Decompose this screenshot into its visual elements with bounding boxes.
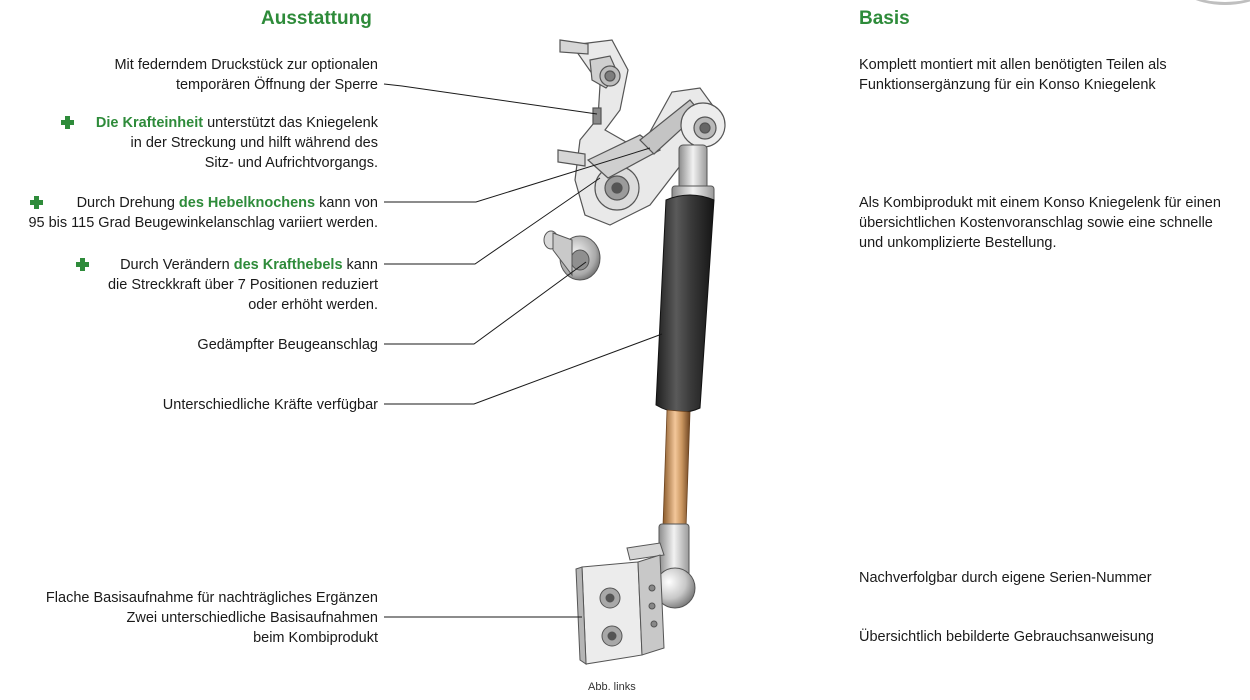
highlight-text: des Hebelknochens: [178, 195, 316, 211]
heading-ausstattung: Ausstattung: [261, 8, 372, 29]
piston-rod: [662, 409, 691, 529]
feature-item-1: Mit federndem Druckstück zur optionalen t…: [114, 55, 378, 95]
text-line: Funktionsergänzung für ein Konso Kniegel…: [859, 75, 1167, 95]
corner-decoration: [1170, 0, 1250, 5]
leader-lines: [383, 83, 663, 618]
text-segment: zur optionalen: [282, 57, 378, 73]
text-segment: die Streckkraft über: [107, 277, 238, 293]
bold-text: Unterschiedliche Kräfte: [162, 397, 313, 413]
highlight-text: des Krafthebels: [233, 257, 343, 273]
leader-line-beugeanschlag: [384, 261, 587, 345]
feature-item-6: Unterschiedliche Kräfte verfügbar: [163, 395, 378, 415]
text-line: Komplett montiert mit allen benötigten T…: [859, 55, 1167, 75]
text-line: Flache Basisaufnahme für nachträgliches …: [46, 588, 378, 608]
base-plate: [575, 542, 665, 665]
leader-line-hebelknochen: [384, 147, 651, 203]
text-segment: temporären Öffnung der Sperre: [175, 77, 378, 93]
feature-item-2: Die Krafteinheit unterstützt das Kniegel…: [96, 113, 378, 173]
text-segment: Mit: [114, 57, 138, 73]
text-segment: kann von: [315, 195, 378, 211]
highlight-text: Die Krafteinheit: [95, 115, 204, 131]
text-segment: unterstützt das Kniegelenk: [203, 115, 378, 131]
text-segment: mit einem Konso Kniegelenk für einen: [972, 195, 1221, 211]
leader-line-krafthebel: [384, 177, 601, 265]
rod-end: [654, 523, 696, 609]
text-segment: Übersichtlich: [859, 629, 947, 645]
plus-icon: [61, 116, 74, 129]
text-line: Sitz- und Aufrichtvorgangs.: [96, 153, 378, 173]
basis-item-4: Übersichtlich bebilderte Gebrauchsanweis…: [859, 627, 1154, 647]
text-segment: und unkomplizierte Bestellung.: [859, 235, 1057, 251]
text-segment: Durch Verändern: [120, 257, 234, 273]
leader-line-druckstueck: [383, 83, 598, 115]
hinge-bracket: [557, 39, 726, 226]
text-segment: in der Streckung und hilft während des: [130, 135, 378, 151]
feature-item-5: Gedämpfter Beugeanschlag: [197, 335, 378, 355]
damper-knob: [543, 230, 601, 281]
text-line: Nachverfolgbar durch eigene Serien-Numme…: [859, 568, 1152, 588]
text-segment: verfügbar: [312, 397, 378, 413]
basis-item-2: Als Kombiprodukt mit einem Konso Kniegel…: [859, 193, 1221, 253]
basis-item-3: Nachverfolgbar durch eigene Serien-Numme…: [859, 568, 1152, 588]
leader-line-kraefte: [384, 333, 663, 405]
bold-text: eigene Serien-Nummer: [1001, 570, 1152, 586]
bold-text: Komplett montiert: [859, 57, 973, 73]
text-segment: reduziert: [317, 277, 378, 293]
text-line: oder erhöht werden.: [108, 295, 378, 315]
text-line: in der Streckung und hilft während des: [96, 133, 378, 153]
text-segment: variiert werden.: [274, 215, 378, 231]
plus-icon: [30, 196, 43, 209]
plus-icon: [76, 258, 89, 271]
text-line: Zwei unterschiedliche Basisaufnahmen: [46, 608, 378, 628]
text-segment: Funktionsergänzung für ein Konso Kniegel…: [859, 77, 1156, 93]
gas-spring-cylinder: [655, 194, 715, 413]
bold-text: Zwei unterschiedliche Basisaufnahmen: [126, 610, 378, 626]
text-line: Durch Drehung des Hebelknochens kann von: [28, 193, 378, 213]
bold-text: 7 Positionen: [237, 277, 318, 293]
text-segment: oder erhöht werden.: [248, 297, 378, 313]
bold-text: Als Kombiprodukt: [859, 195, 973, 211]
bold-text: 95 bis 115 Grad Beugewinkelanschlag: [28, 215, 275, 231]
bold-text: Flache Basisaufnahme: [45, 590, 194, 606]
heading-basis: Basis: [859, 8, 910, 29]
text-segment: übersichtlichen Kostenvoranschlag sowie …: [859, 215, 1213, 231]
text-line: Unterschiedliche Kräfte verfügbar: [163, 395, 378, 415]
basis-item-1: Komplett montiert mit allen benötigten T…: [859, 55, 1167, 95]
feature-item-7: Flache Basisaufnahme für nachträgliches …: [46, 588, 378, 648]
text-segment: für nachträgliches Ergänzen: [193, 590, 378, 606]
text-segment: kann: [342, 257, 378, 273]
text-line: Mit federndem Druckstück zur optionalen: [114, 55, 378, 75]
text-segment: Nachverfolgbar durch: [859, 570, 1002, 586]
text-line: übersichtlichen Kostenvoranschlag sowie …: [859, 213, 1221, 233]
text-line: Die Krafteinheit unterstützt das Kniegel…: [96, 113, 378, 133]
bold-text: Gedämpfter Beugeanschlag: [197, 337, 378, 353]
text-line: und unkomplizierte Bestellung.: [859, 233, 1221, 253]
text-segment: mit allen benötigten Teilen als: [972, 57, 1167, 73]
text-line: Übersichtlich bebilderte Gebrauchsanweis…: [859, 627, 1154, 647]
text-segment: beim Kombiprodukt: [253, 630, 378, 646]
text-line: beim Kombiprodukt: [46, 628, 378, 648]
text-segment: Sitz- und Aufrichtvorgangs.: [204, 155, 378, 171]
feature-item-3: Durch Drehung des Hebelknochens kann von…: [28, 193, 378, 233]
bold-text: federndem Druckstück: [137, 57, 283, 73]
text-segment: Durch Drehung: [76, 195, 179, 211]
text-line: temporären Öffnung der Sperre: [114, 75, 378, 95]
text-line: Gedämpfter Beugeanschlag: [197, 335, 378, 355]
text-line: 95 bis 115 Grad Beugewinkelanschlag vari…: [28, 213, 378, 233]
figure-caption: Abb. links: [588, 681, 636, 693]
bold-text: bebilderte Gebrauchsanweisung: [946, 629, 1155, 645]
text-line: Durch Verändern des Krafthebels kann: [108, 255, 378, 275]
text-line: die Streckkraft über 7 Positionen reduzi…: [108, 275, 378, 295]
text-line: Als Kombiprodukt mit einem Konso Kniegel…: [859, 193, 1221, 213]
